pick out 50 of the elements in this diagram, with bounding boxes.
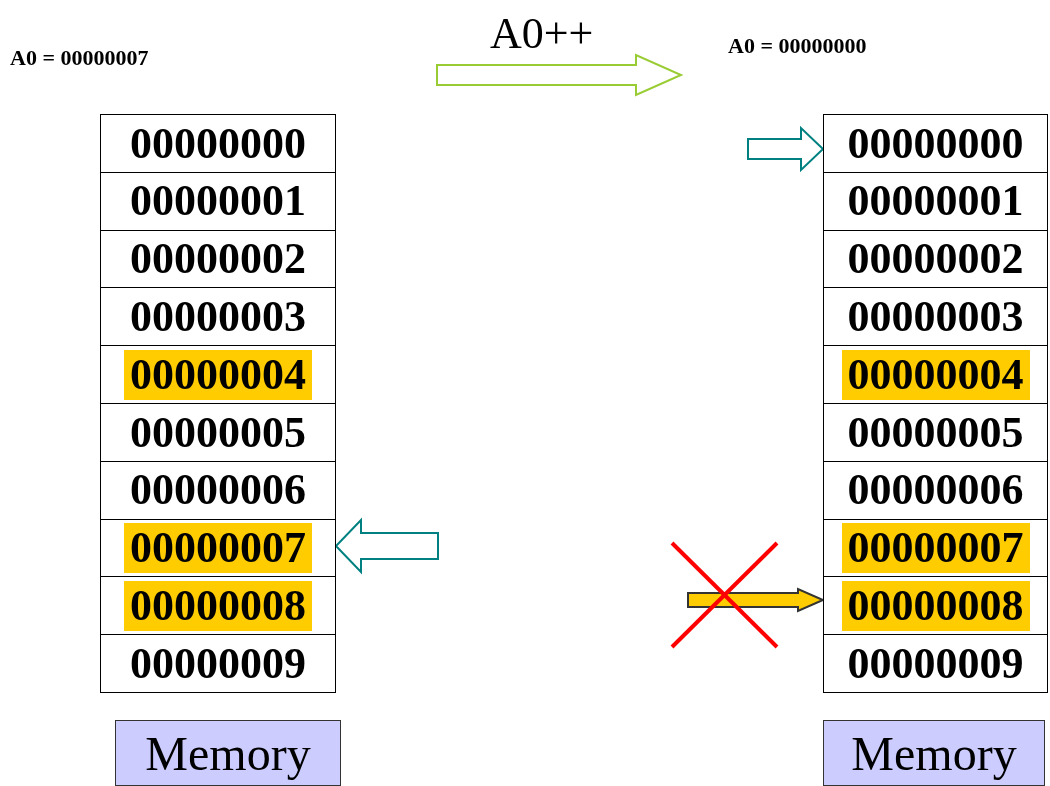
memory-label: Memory: [851, 725, 1017, 781]
address-value: 00000005: [129, 407, 307, 458]
memory-label-box: [823, 720, 1045, 786]
operation-label: A0++: [490, 8, 594, 59]
address-value: 00000006: [846, 465, 1025, 516]
register-value: A0 = 00000000: [728, 33, 867, 59]
memory-cell: [100, 229, 336, 289]
memory-cell: [100, 576, 336, 636]
memory-cell: [100, 171, 336, 232]
memory-cell: [823, 576, 1048, 636]
address-value: 00000003: [129, 292, 307, 343]
address-value: 00000006: [129, 465, 307, 516]
address-value: 00000007: [841, 523, 1030, 574]
memory-cell: [823, 114, 1048, 174]
memory-cell: [100, 634, 336, 694]
memory-cell: [100, 287, 336, 347]
address-value: 00000009: [846, 638, 1025, 689]
address-value: 00000004: [124, 349, 312, 400]
address-value: 00000009: [129, 638, 307, 689]
address-value: 00000000: [846, 118, 1025, 169]
address-value: 00000001: [846, 176, 1025, 227]
address-value: 00000008: [124, 581, 312, 632]
memory-label: Memory: [145, 725, 311, 781]
address-value: 00000000: [129, 118, 307, 169]
address-value: 00000003: [846, 292, 1025, 343]
memory-cell: [823, 634, 1048, 694]
address-value: 00000008: [841, 581, 1030, 632]
address-value: 00000007: [124, 523, 312, 574]
memory-cell: [823, 403, 1048, 463]
memory-cell: [100, 345, 336, 405]
address-value: 00000001: [129, 176, 307, 227]
address-value: 00000005: [846, 407, 1025, 458]
memory-label-box: [115, 720, 341, 786]
memory-cell: [823, 518, 1048, 578]
memory-cell: [100, 518, 336, 578]
memory-cell: [100, 403, 336, 463]
block-arrow: [687, 587, 826, 613]
address-value: 00000002: [129, 234, 307, 285]
block-arrow: [747, 125, 825, 173]
memory-cell: [823, 345, 1048, 405]
memory-cell: [823, 229, 1048, 289]
address-value: 00000004: [841, 349, 1030, 400]
block-arrow: [334, 517, 439, 575]
address-value: 00000002: [846, 234, 1025, 285]
memory-cell: [100, 460, 336, 521]
memory-cell: [100, 114, 336, 174]
memory-cell: [823, 460, 1048, 521]
memory-cell: [823, 287, 1048, 347]
memory-cell: [823, 171, 1048, 232]
register-value: A0 = 00000007: [10, 45, 149, 71]
